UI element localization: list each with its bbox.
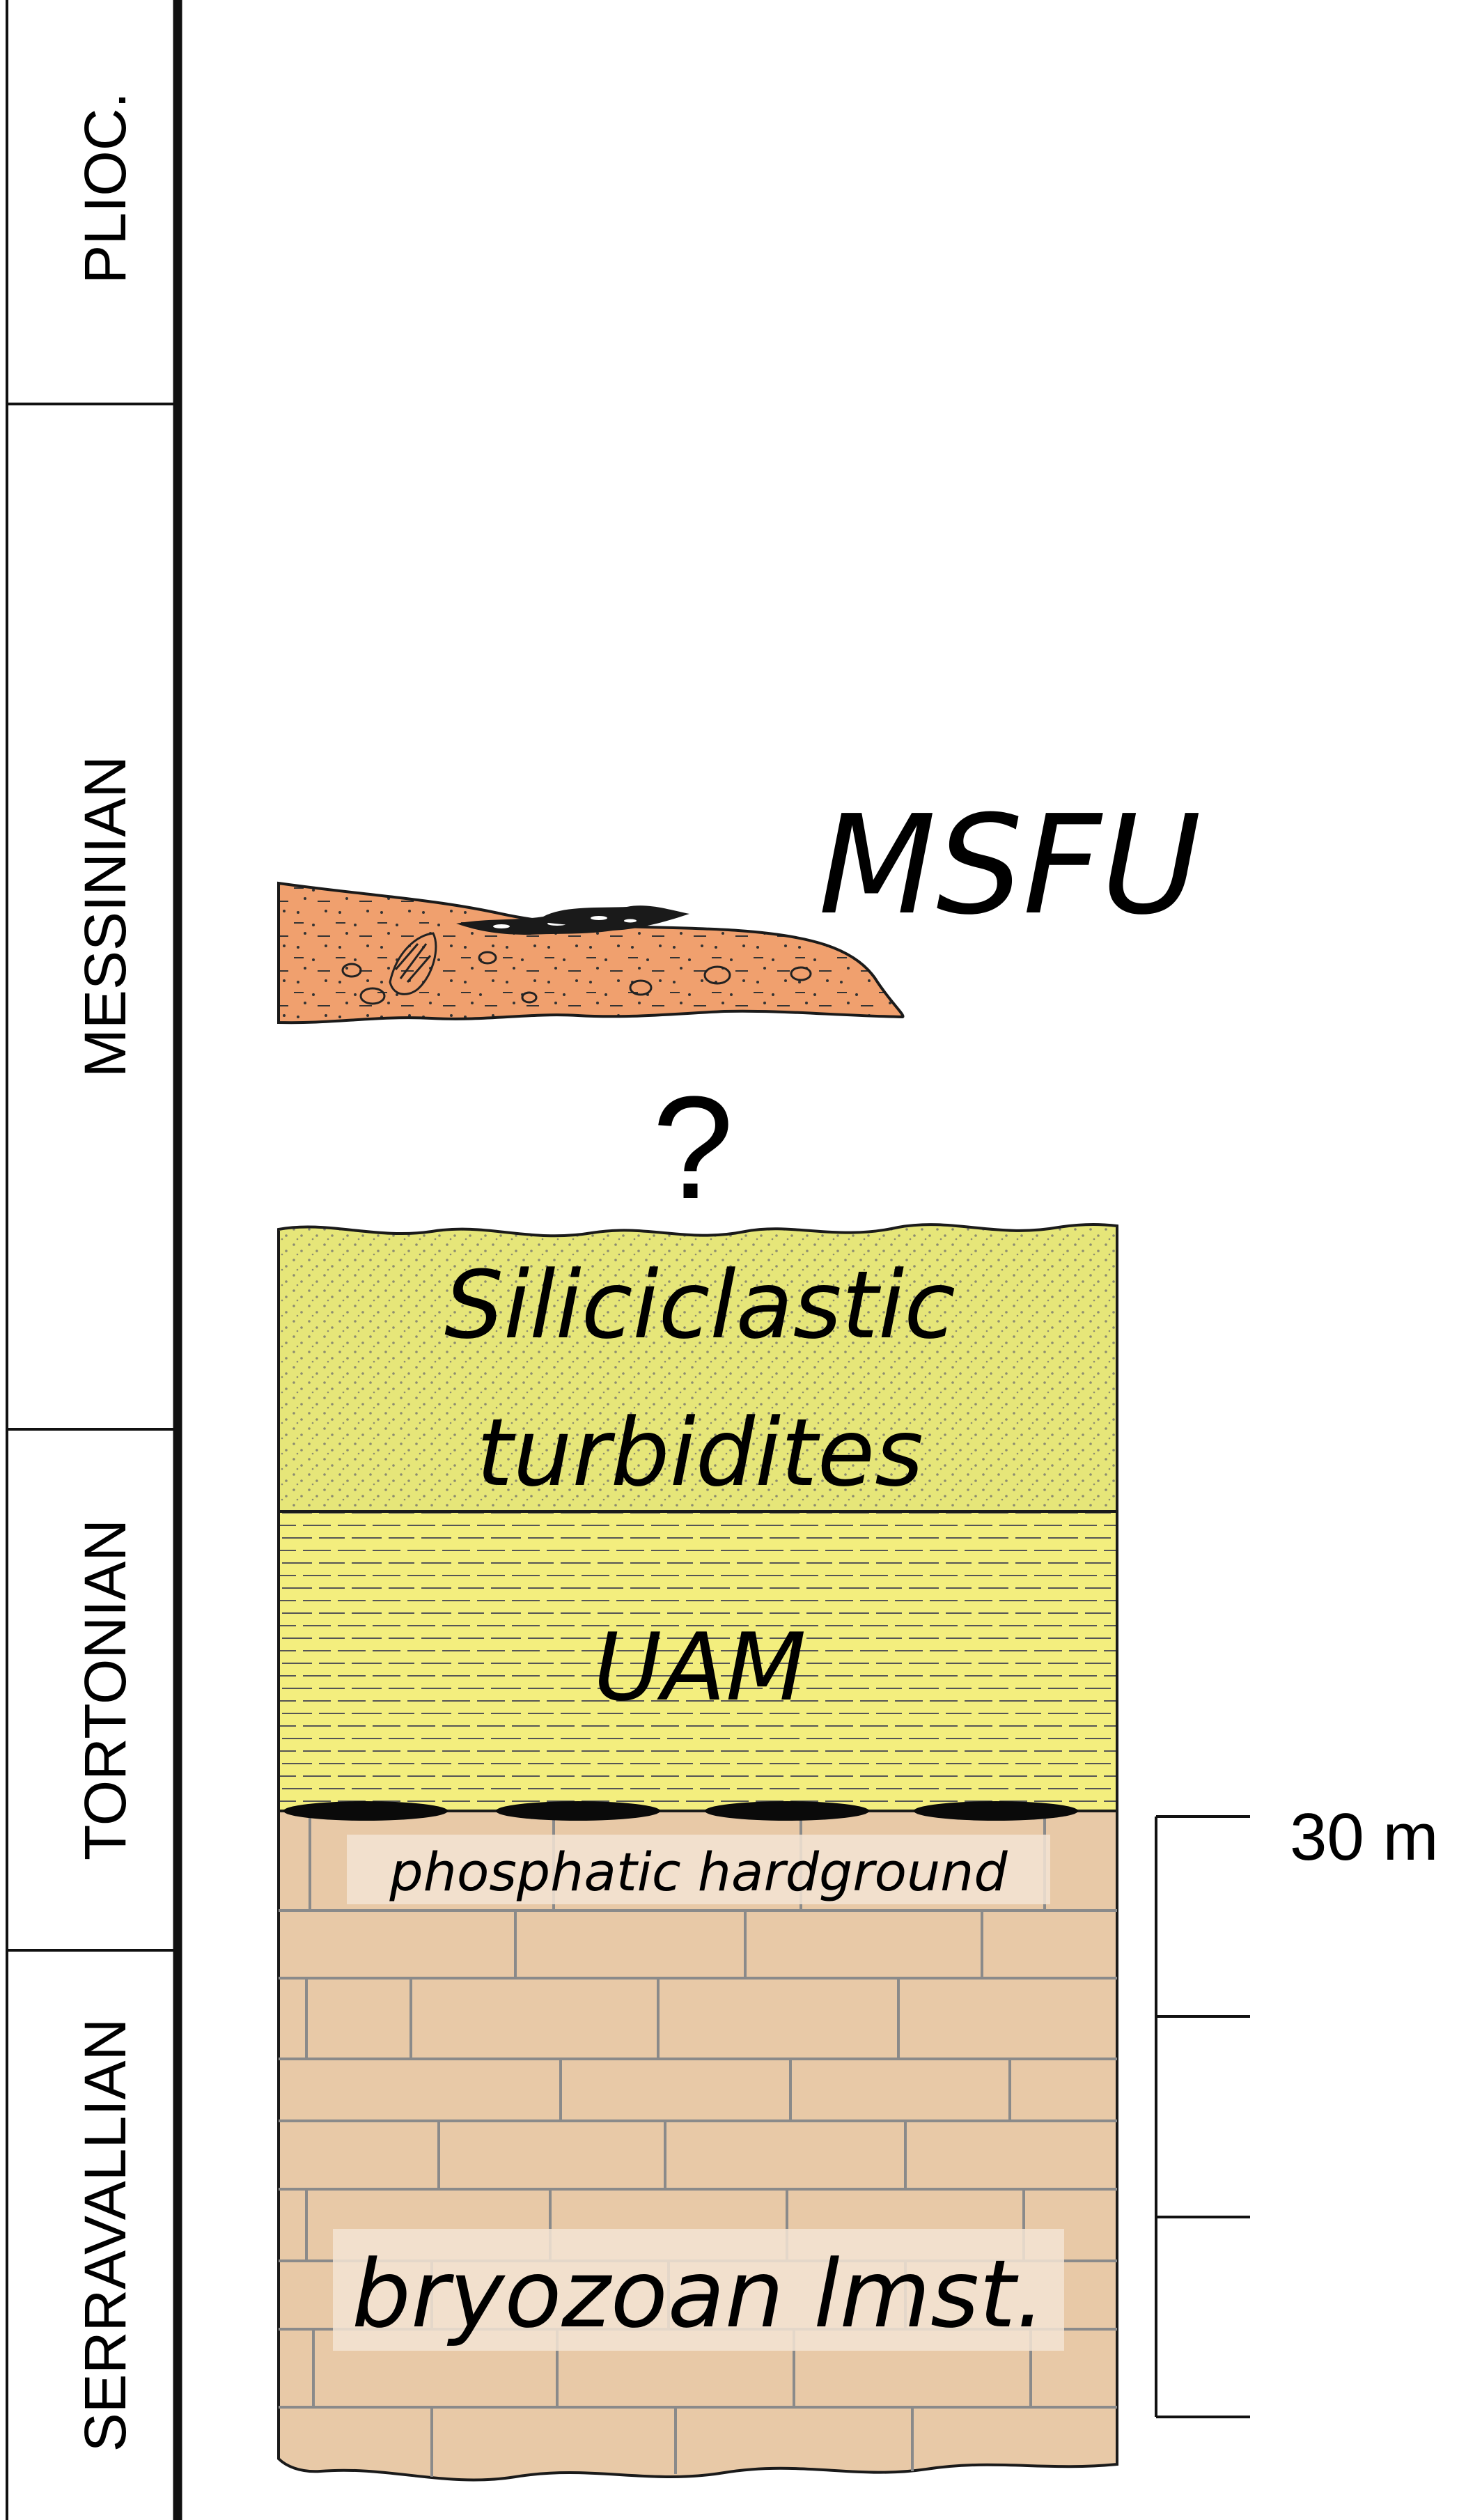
scale-bar: [1155, 1815, 1250, 2418]
msfu-lens: [277, 881, 905, 1025]
siliciclastic-turbidites-unit: [277, 1223, 1118, 1513]
stage-label-tortonian: TORTONIAN: [72, 1519, 138, 1860]
uam-unit: [277, 1510, 1118, 1812]
turbidites-label-line1: Siliciclastic: [444, 1251, 956, 1360]
turbidites-label-line2: turbidites: [476, 1399, 923, 1507]
uncertain-contact-question-mark: ?: [653, 1066, 734, 1229]
phosphatic-hardground-lenses: [283, 1801, 1078, 1821]
msfu-label: MSFU: [818, 786, 1201, 945]
scale-bar-label: 30 m: [1290, 1800, 1438, 1874]
stage-label-plioc: PLIOC.: [72, 92, 138, 283]
stage-label-serravallian: SERRAVALLIAN: [72, 2019, 138, 2452]
uam-label: UAM: [593, 1613, 806, 1722]
hardground-label: phosphatic hardground: [389, 1841, 1008, 1903]
stage-column: [6, 0, 182, 2520]
hardground-label-background: [347, 1835, 1050, 1904]
stage-label-messinian: MESSINIAN: [72, 756, 138, 1078]
limestone-label-background: [333, 2229, 1064, 2351]
bryozoan-limestone-unit: [277, 1810, 1118, 2482]
limestone-label: bryozoan lmst.: [352, 2240, 1045, 2349]
